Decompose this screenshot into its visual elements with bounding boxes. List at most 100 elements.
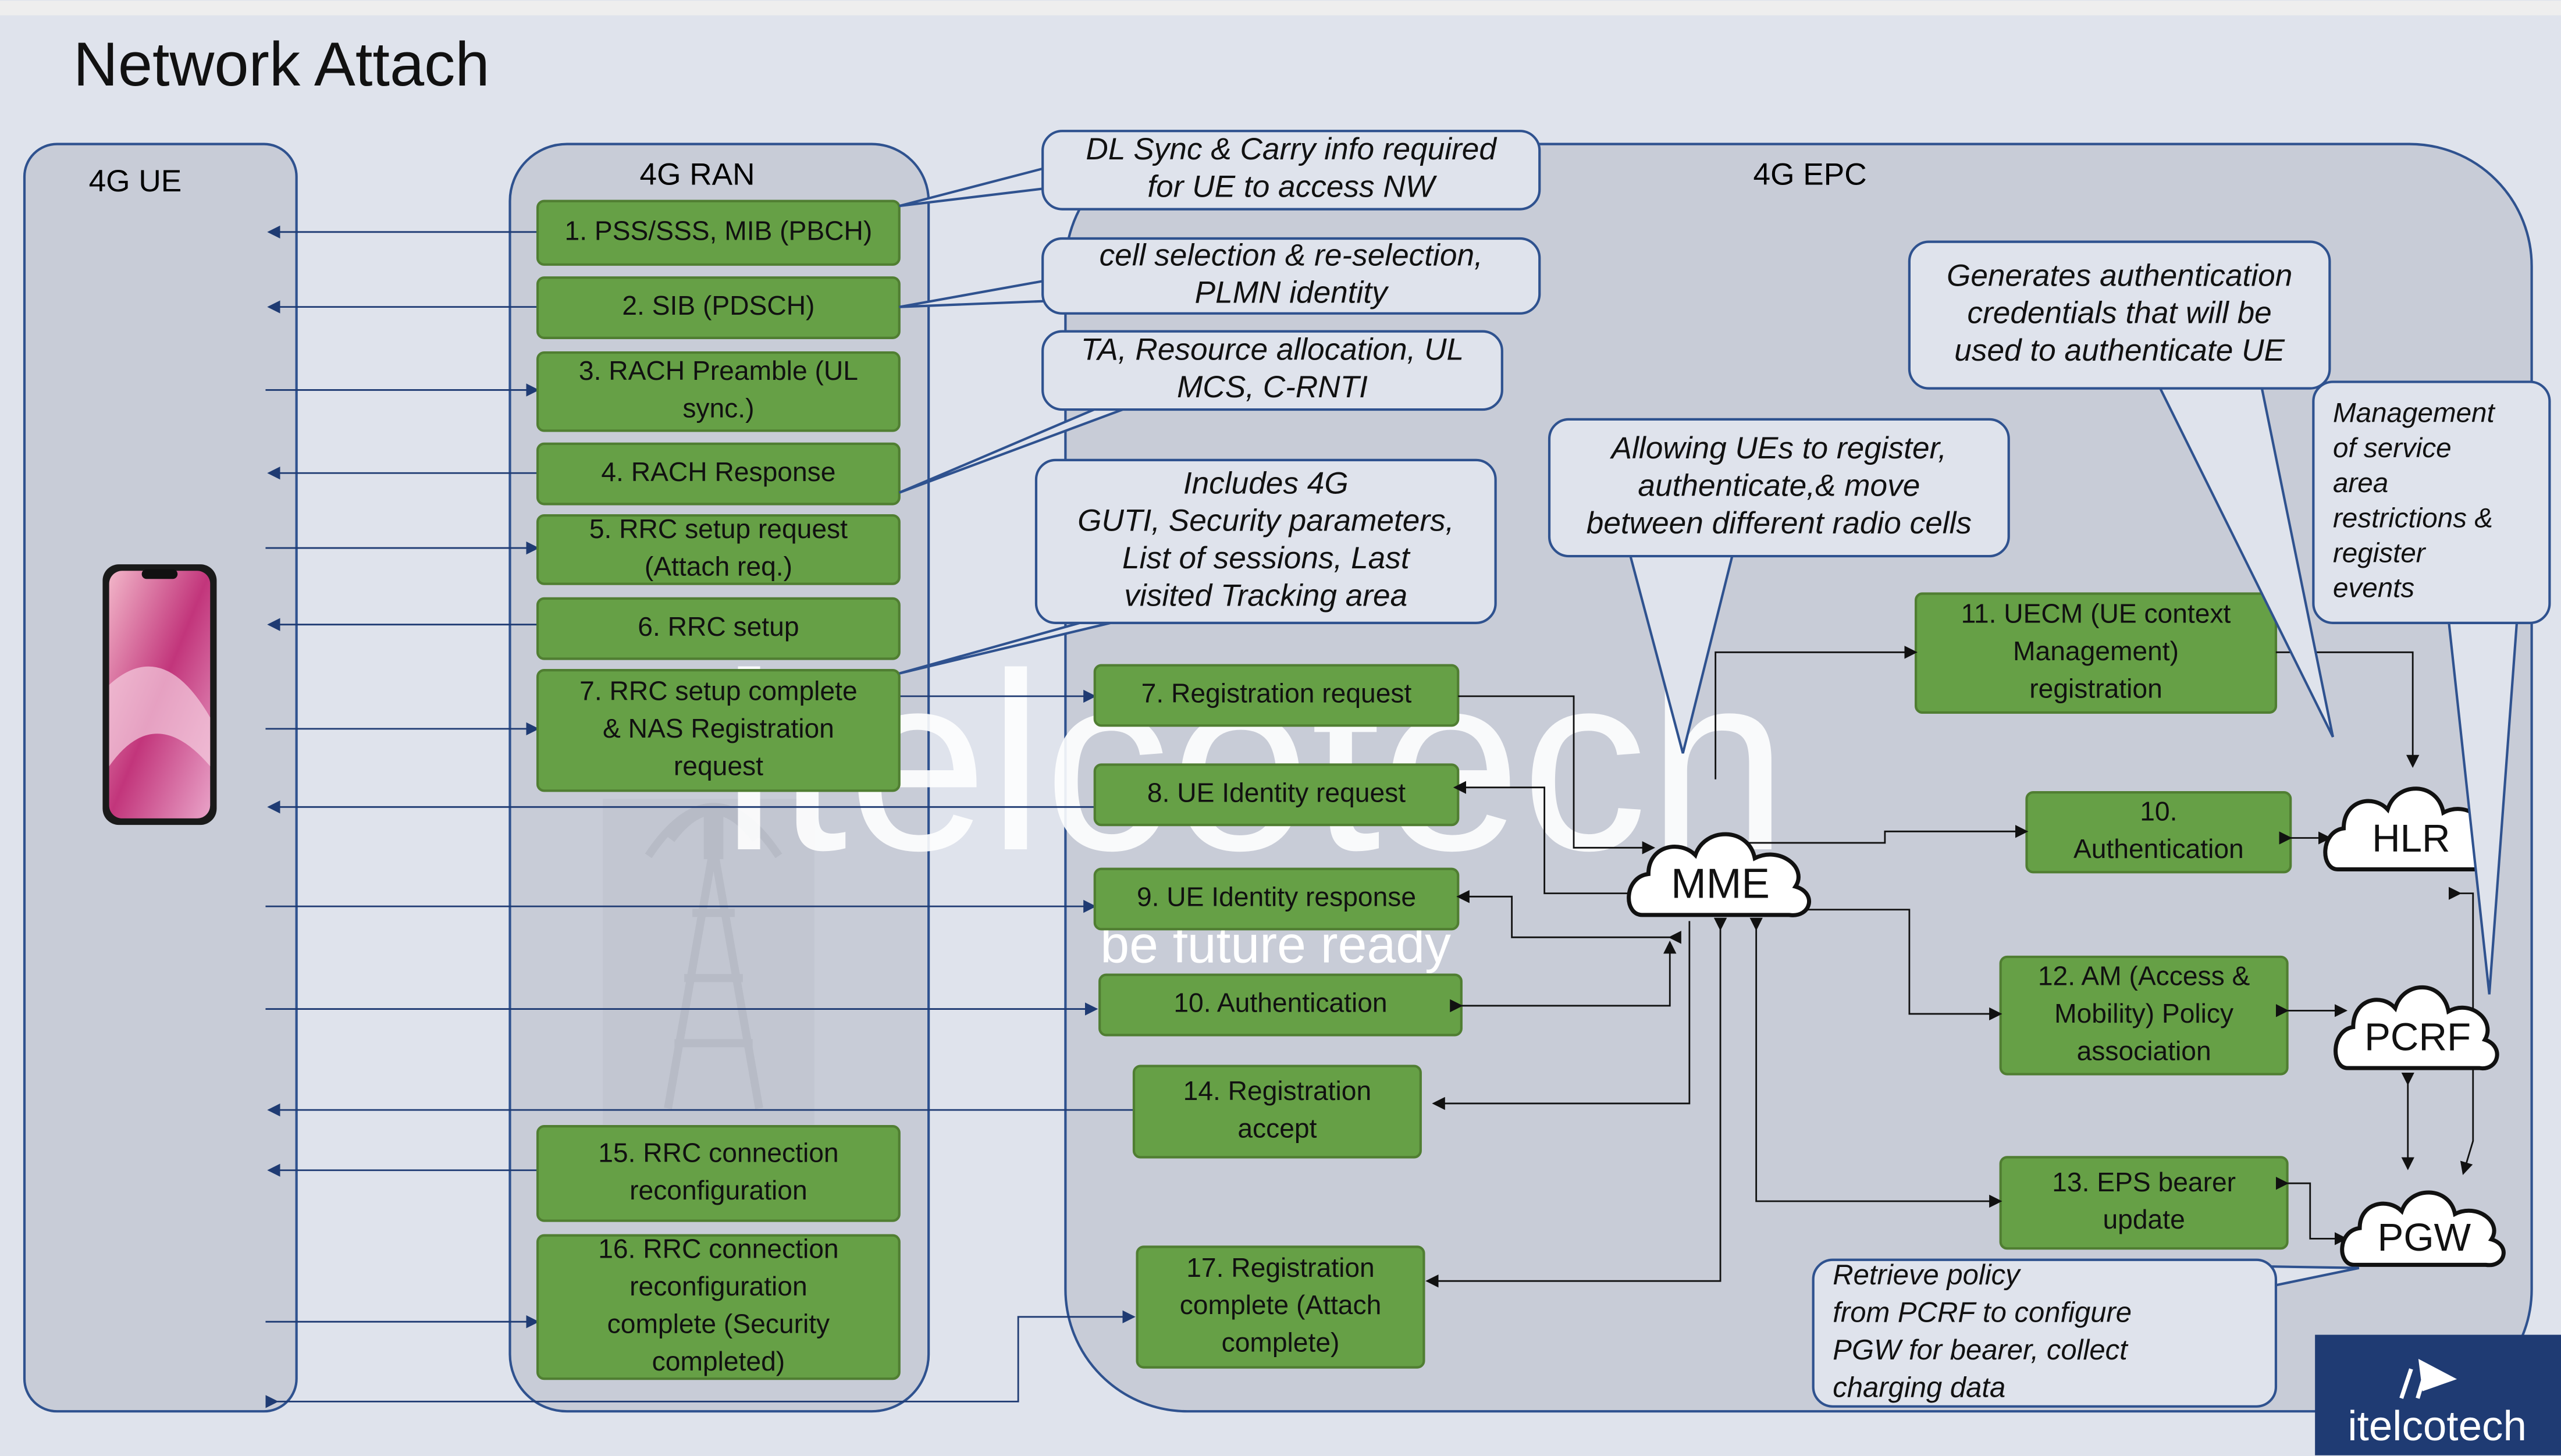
- callout-text-line: events: [2333, 573, 2414, 604]
- epc-step-label: 8. UE Identity request: [1147, 778, 1406, 808]
- epc-step-label: 10.Authentication: [2073, 796, 2244, 864]
- callout-text: DL Sync & Carry info required for UE to a…: [1086, 132, 1497, 204]
- pgw-cloud-icon-shape: [2340, 1190, 2506, 1268]
- ran-step-box: [536, 597, 901, 660]
- pcrf-cloud-icon-shape: [2334, 985, 2499, 1070]
- pgw-cloud-icon: PGW: [2340, 1190, 2506, 1268]
- ran-step-label: 4. RACH Response: [601, 457, 835, 487]
- mme-to-hlr-auth: [1737, 825, 2029, 850]
- ran-step-label-line: 4. RACH Response: [601, 457, 835, 487]
- ran-step-label-line: request: [674, 750, 763, 781]
- ran-steps: 1. PSS/SSS, MIB (PBCH)2. SIB (PDSCH)3. R…: [536, 200, 901, 1380]
- brand-logo: itelcotech: [2315, 1334, 2561, 1455]
- page-title: Network Attach: [73, 30, 490, 99]
- ran-step-label-line: 15. RRC connection: [598, 1137, 838, 1167]
- callout-text-line: area: [2333, 468, 2388, 499]
- epc-step-label-line: registration: [2029, 673, 2162, 703]
- callout-box: [1908, 240, 2331, 390]
- callout-text-line: DL Sync & Carry info required: [1086, 132, 1497, 166]
- ran-step-box: [536, 351, 901, 432]
- ran-step-label-line: 16. RRC connection: [598, 1234, 838, 1264]
- callout-text-line: List of sessions, Last: [1122, 541, 1411, 575]
- callout: cell selection & re-selection, PLMN ident…: [899, 237, 1541, 315]
- epc-step-label-line: Mobility) Policy: [2054, 998, 2233, 1028]
- callout-text-line: between different radio cells: [1587, 506, 1972, 540]
- ran-step-label-line: 6. RRC setup: [638, 611, 799, 642]
- callout-text-line: restrictions &: [2333, 503, 2493, 533]
- epc-step-label: 10. Authentication: [1173, 988, 1387, 1018]
- ran-step-box: [536, 514, 901, 585]
- callout-text-line: credentials that will be: [1967, 296, 2271, 330]
- callout-text-line: register: [2333, 538, 2427, 569]
- callout-text-line: authenticate,& move: [1638, 469, 1920, 503]
- ran-step-label-line: 7. RRC setup complete: [579, 675, 857, 706]
- epc-step-label-line: complete): [1222, 1327, 1340, 1358]
- logo-text: itelcotech: [2347, 1402, 2527, 1450]
- ran-step-box: [536, 668, 901, 792]
- mme-cloud-icon-label: MME: [1671, 860, 1770, 907]
- epc-step-label-line: Management): [2013, 636, 2179, 666]
- phone-notch: [141, 569, 178, 579]
- callout-text-line: cell selection & re-selection,: [1100, 238, 1483, 272]
- ran-step-box: [536, 276, 901, 339]
- ran-step-label-line: reconfiguration: [629, 1271, 808, 1301]
- callout-text-line: from PCRF to configure: [1833, 1297, 2132, 1329]
- epc-step-box: [1132, 1065, 1422, 1159]
- ran-step-label-line: complete (Security: [607, 1308, 830, 1338]
- callout-box: [1812, 1258, 2278, 1408]
- epc-step-label-line: 17. Registration: [1186, 1252, 1374, 1283]
- callout-text-line: Retrieve policy: [1833, 1259, 2021, 1291]
- phone-wallpaper-swirl: [109, 666, 211, 767]
- callout-box: [1041, 130, 1541, 211]
- callout-text-line: PLMN identity: [1195, 276, 1389, 310]
- ran-step-label-line: 3. RACH Preamble (UL: [579, 355, 858, 386]
- mme-cloud-icon: MME: [1627, 832, 1811, 917]
- ran-step-box: [536, 442, 901, 505]
- epc-step-label-line: 8. UE Identity request: [1147, 778, 1406, 808]
- ran-step-box: [536, 1125, 901, 1222]
- epc-step-label-line: 10. Authentication: [1173, 988, 1387, 1018]
- callout-box: [1041, 330, 1503, 411]
- epc-step-box: [1136, 1245, 1425, 1369]
- logo-mark-icon: [2399, 1358, 2457, 1399]
- callout-text-line: for UE to access NW: [1147, 170, 1437, 204]
- epc-step-label-line: Authentication: [2073, 834, 2244, 864]
- callout-box: [1041, 237, 1541, 315]
- epc-step-label-line: 13. EPS bearer: [2052, 1167, 2236, 1197]
- pcrf-cloud-icon: PCRF: [2334, 985, 2499, 1070]
- ran-step-label: 5. RRC setup request(Attach req.): [589, 514, 848, 581]
- callout-box: [2312, 380, 2551, 624]
- ran-column-label: 4G RAN: [639, 158, 755, 192]
- epc-step-label-line: 14. Registration: [1183, 1076, 1372, 1106]
- epc-step-label-line: 11. UECM (UE context: [1961, 598, 2231, 628]
- callout-text-line: used to authenticate UE: [1954, 333, 2285, 368]
- ran-step-label: 16. RRC connection reconfiguration complet…: [598, 1234, 838, 1376]
- ran-step-label: 2. SIB (PDSCH): [622, 290, 814, 321]
- epc-step-label-line: 9. UE Identity response: [1137, 882, 1416, 912]
- callout-text-line: Includes 4G: [1183, 466, 1349, 500]
- epc-step-label-line: complete (Attach: [1180, 1290, 1382, 1320]
- epc-column-label: 4G EPC: [1753, 158, 1867, 192]
- ran-step-label-line: (Attach req.): [645, 551, 792, 581]
- smartphone-icon: [102, 564, 217, 825]
- hlr-cloud-icon-label: HLR: [2372, 817, 2450, 860]
- ran-step-label-line: & NAS Registration: [603, 713, 834, 743]
- mme-to-uecm: [1715, 646, 1918, 779]
- callout-box: [1548, 418, 2010, 558]
- pgw-cloud-icon-label: PGW: [2378, 1216, 2471, 1259]
- registration-complete-arrow: [265, 1310, 1136, 1408]
